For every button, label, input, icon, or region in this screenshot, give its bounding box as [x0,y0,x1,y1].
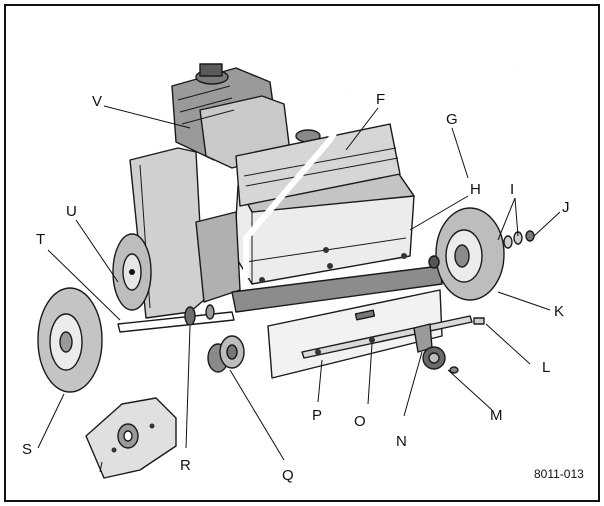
handle-upper-frame [235,123,401,207]
nut [525,230,535,242]
handle [243,46,550,278]
knob [422,346,459,374]
callout-g: G [446,111,458,128]
engine [171,63,321,169]
base-frame [195,211,443,313]
callout-f: F [376,91,385,108]
figure-border [4,4,600,502]
callout-q: Q [282,467,294,484]
callout-u: U [66,203,77,220]
callout-k: K [554,303,564,320]
callout-n: N [396,433,407,450]
callout-h: H [470,181,481,198]
washers [503,231,523,249]
bearing [207,335,245,373]
callout-s: S [22,441,32,458]
leader-lines [37,105,561,461]
collar [184,304,215,326]
figure-id: 8011-013 [534,467,584,481]
callout-v: V [92,93,102,110]
detail-inset [85,397,177,479]
callout-r: R [180,457,191,474]
callout-labels: V F G H I J K L M N O P Q R S T U [22,91,570,484]
callout-t: T [36,231,45,248]
left-rear-wheel [112,233,152,311]
rear-wheel [428,207,505,301]
callout-j: J [562,199,570,216]
callout-i: I [510,181,514,198]
axle [117,311,235,333]
callout-m: M [490,407,503,424]
front-wheel [37,287,103,393]
callout-p: P [312,407,322,424]
callout-l: L [542,359,550,376]
callout-o: O [354,413,366,430]
bolt [473,317,485,325]
